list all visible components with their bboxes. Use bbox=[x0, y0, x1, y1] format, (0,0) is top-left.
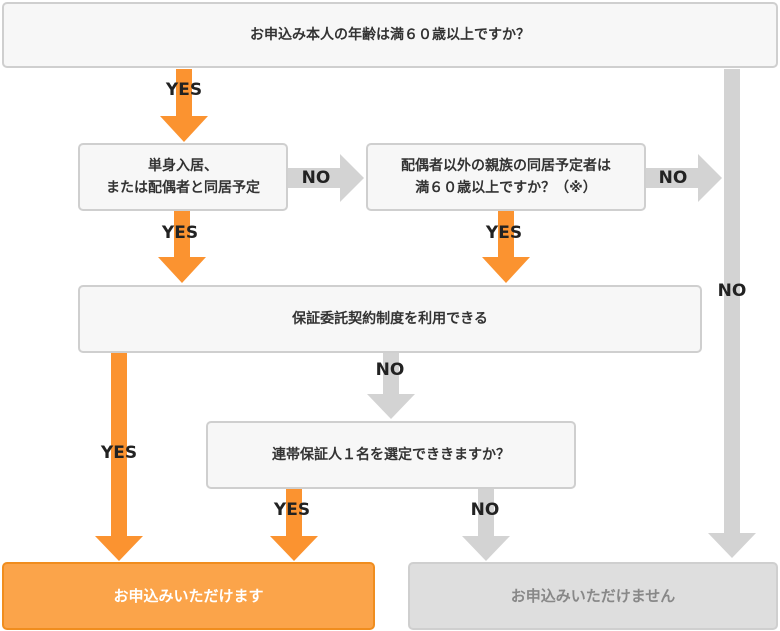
arrow-age-yes bbox=[160, 69, 208, 142]
question-single-line2: または配偶者と同居予定 bbox=[106, 180, 260, 196]
arrow-age-no bbox=[708, 69, 756, 558]
question-single-line1: 単身入居、 bbox=[148, 158, 218, 174]
label-age-no: NO bbox=[717, 281, 747, 301]
label-relatives-no: NO bbox=[658, 168, 688, 188]
guarantee-box: 保証委託契約制度を利用できる bbox=[78, 285, 702, 353]
arrow-guarantee-no bbox=[367, 353, 415, 419]
label-single-yes: YES bbox=[161, 223, 199, 243]
question-relatives-line2: 満６０歳以上ですか？（※） bbox=[415, 180, 597, 196]
arrow-single-no bbox=[288, 154, 364, 202]
label-single-no: NO bbox=[301, 168, 331, 188]
arrow-relatives-yes bbox=[482, 211, 530, 283]
question-guarantor-text: 連帯保証人１名を選定でききますか？ bbox=[272, 447, 510, 463]
result-not-eligible: お申込みいただけません bbox=[408, 562, 778, 630]
label-guarantor-no: NO bbox=[470, 500, 500, 520]
arrow-relatives-no bbox=[646, 154, 722, 202]
arrow-guarantee-yes bbox=[95, 353, 143, 561]
question-relatives-line1: 配偶者以外の親族の同居予定者は bbox=[401, 158, 611, 174]
result-eligible-text: お申込みいただけます bbox=[113, 587, 264, 605]
label-guarantee-no: NO bbox=[375, 360, 405, 380]
arrow-single-yes bbox=[158, 211, 206, 283]
question-single: 単身入居、 または配偶者と同居予定 bbox=[78, 143, 288, 211]
question-age-text: お申込み本人の年齢は満６０歳以上ですか？ bbox=[250, 27, 530, 43]
question-relatives: 配偶者以外の親族の同居予定者は 満６０歳以上ですか？（※） bbox=[366, 143, 646, 211]
label-guarantor-yes: YES bbox=[273, 500, 311, 520]
guarantee-text: 保証委託契約制度を利用できる bbox=[292, 311, 488, 327]
label-guarantee-yes: YES bbox=[100, 443, 138, 463]
label-age-yes: YES bbox=[165, 80, 203, 100]
result-eligible: お申込みいただけます bbox=[2, 562, 375, 630]
question-age: お申込み本人の年齢は満６０歳以上ですか？ bbox=[2, 2, 778, 68]
label-relatives-yes: YES bbox=[485, 223, 523, 243]
arrow-guarantor-no bbox=[462, 489, 510, 561]
question-guarantor: 連帯保証人１名を選定でききますか？ bbox=[206, 421, 576, 489]
result-not-eligible-text: お申込みいただけません bbox=[510, 587, 676, 605]
arrow-guarantor-yes bbox=[270, 489, 318, 561]
